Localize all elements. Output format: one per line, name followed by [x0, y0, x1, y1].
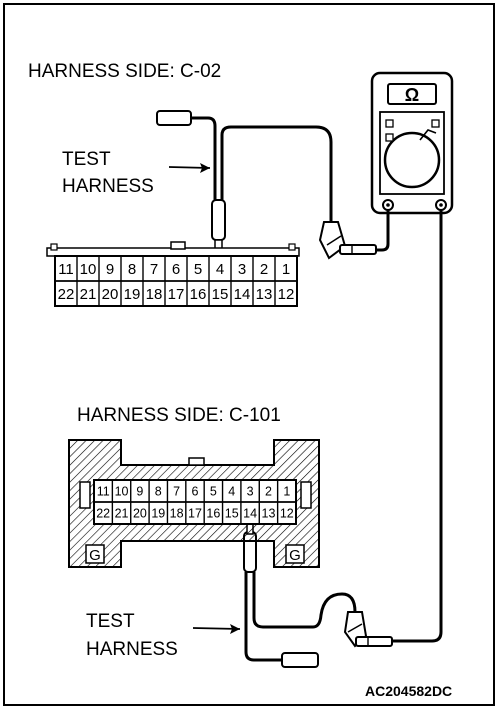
- test-harness-label-bottom-line1: TEST: [86, 611, 135, 632]
- c101-pin-bottom-19: 19: [151, 507, 165, 521]
- c101-pin-top-4: 4: [228, 485, 235, 499]
- c101-pin-bottom-14: 14: [243, 507, 257, 521]
- figure-code: AC204582DC: [365, 683, 453, 699]
- top-alligator-clip: [318, 210, 390, 260]
- c101-pin-top-7: 7: [173, 485, 180, 499]
- c101-pin-bottom-17: 17: [188, 507, 202, 521]
- test-harness-label-bottom-line2: HARNESS: [86, 639, 178, 660]
- c02-pin-bottom-20: 20: [102, 286, 119, 303]
- c02-pin-bottom-15: 15: [212, 286, 229, 303]
- c101-pin-top-2: 2: [265, 485, 272, 499]
- c101-pin-bottom-13: 13: [262, 507, 276, 521]
- c02-pin-top-11: 11: [58, 261, 74, 278]
- figure-frame: [3, 3, 495, 706]
- c101-pin-top-11: 11: [97, 485, 110, 499]
- c02-pin-bottom-13: 13: [256, 286, 273, 303]
- c02-pin-bottom-16: 16: [190, 286, 207, 303]
- ohm-symbol: Ω: [405, 85, 419, 105]
- c101-pin-bottom-21: 21: [115, 507, 129, 521]
- test-harness-label-top-line2: HARNESS: [62, 176, 154, 197]
- c101-pin-bottom-20: 20: [133, 507, 147, 521]
- c02-pin-top-1: 1: [282, 261, 290, 278]
- top-test-harness: [156, 110, 333, 265]
- c02-pin-top-10: 10: [80, 261, 97, 278]
- c02-pin-bottom-12: 12: [278, 286, 295, 303]
- test-harness-label-top-line1: TEST: [62, 149, 111, 170]
- c101-pin-top-10: 10: [115, 485, 129, 499]
- c02-pin-top-4: 4: [216, 261, 224, 278]
- meter-lead: [392, 210, 443, 643]
- c02-pin-top-9: 9: [106, 261, 114, 278]
- arrow-head-icon: [200, 163, 210, 173]
- c101-pin-bottom-22: 22: [96, 507, 110, 521]
- c101-pin-top-1: 1: [283, 485, 290, 499]
- ground-mark-right: G: [289, 547, 301, 564]
- c02-pin-top-2: 2: [260, 261, 268, 278]
- c101-pin-top-3: 3: [247, 485, 254, 499]
- c101-pin-bottom-15: 15: [225, 507, 239, 521]
- c101-pin-top-6: 6: [192, 485, 199, 499]
- ground-mark-left: G: [89, 547, 101, 564]
- c101-pin-top-8: 8: [155, 485, 162, 499]
- c101-pin-bottom-12: 12: [280, 507, 294, 521]
- c02-pin-top-8: 8: [128, 261, 136, 278]
- c02-pin-bottom-14: 14: [234, 286, 251, 303]
- c02-pin-top-7: 7: [150, 261, 158, 278]
- c02-title: HARNESS SIDE: C-02: [28, 61, 222, 82]
- c101-pin-bottom-16: 16: [206, 507, 220, 521]
- c02-pin-top-5: 5: [194, 261, 202, 278]
- bottom-alligator-clip: [343, 611, 393, 648]
- c101-title: HARNESS SIDE: C-101: [77, 405, 281, 426]
- c101-pin-bottom-18: 18: [170, 507, 184, 521]
- c101-pin-top-5: 5: [210, 485, 217, 499]
- c02-pin-bottom-22: 22: [58, 286, 75, 303]
- c02-pin-bottom-21: 21: [80, 286, 97, 303]
- arrow-head-icon: [230, 624, 240, 634]
- c02-pin-bottom-19: 19: [124, 286, 141, 303]
- c02-pin-top-6: 6: [172, 261, 180, 278]
- c101-pin-top-9: 9: [136, 485, 143, 499]
- ohmmeter: [370, 71, 454, 215]
- c02-pin-bottom-17: 17: [168, 286, 185, 303]
- c02-pin-top-3: 3: [238, 261, 246, 278]
- c02-pin-bottom-18: 18: [146, 286, 163, 303]
